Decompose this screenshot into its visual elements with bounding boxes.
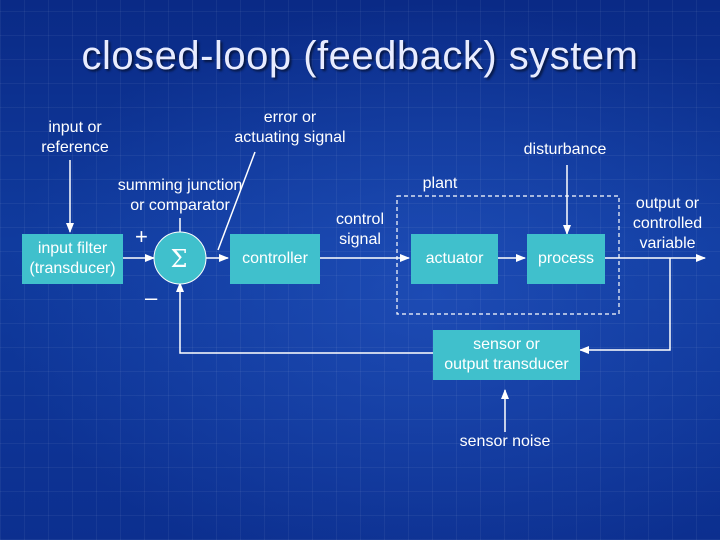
- input-filter-block: input filter (transducer): [22, 234, 123, 284]
- output-label: output or controlled variable: [632, 195, 703, 252]
- plus-sign: +: [135, 224, 148, 249]
- wire-output-to-sensor: [579, 258, 671, 354]
- sensor-noise-label: sensor noise: [459, 433, 551, 450]
- process-block: process: [527, 234, 605, 284]
- slide-title: closed-loop (feedback) system: [81, 34, 639, 78]
- error-signal-pointer: [217, 151, 256, 251]
- plant-label: plant: [422, 175, 458, 192]
- sensor-block: sensor or output transducer: [433, 330, 580, 380]
- actuator-block: actuator: [411, 234, 498, 284]
- summer-symbol: Σ: [170, 245, 188, 273]
- controller-block: controller: [230, 234, 320, 284]
- wire-sensor-to-summer: [176, 282, 433, 354]
- disturbance-label: disturbance: [523, 141, 607, 158]
- control-signal-label: control signal: [335, 211, 385, 248]
- summing-junction-label: summing junction or comparator: [117, 177, 243, 214]
- input-reference-label: input or reference: [41, 119, 109, 156]
- summing-junction-circle: [153, 231, 207, 285]
- error-signal-label: error or actuating signal: [234, 109, 346, 146]
- minus-sign: –: [145, 285, 158, 310]
- plant-boundary: [396, 195, 620, 315]
